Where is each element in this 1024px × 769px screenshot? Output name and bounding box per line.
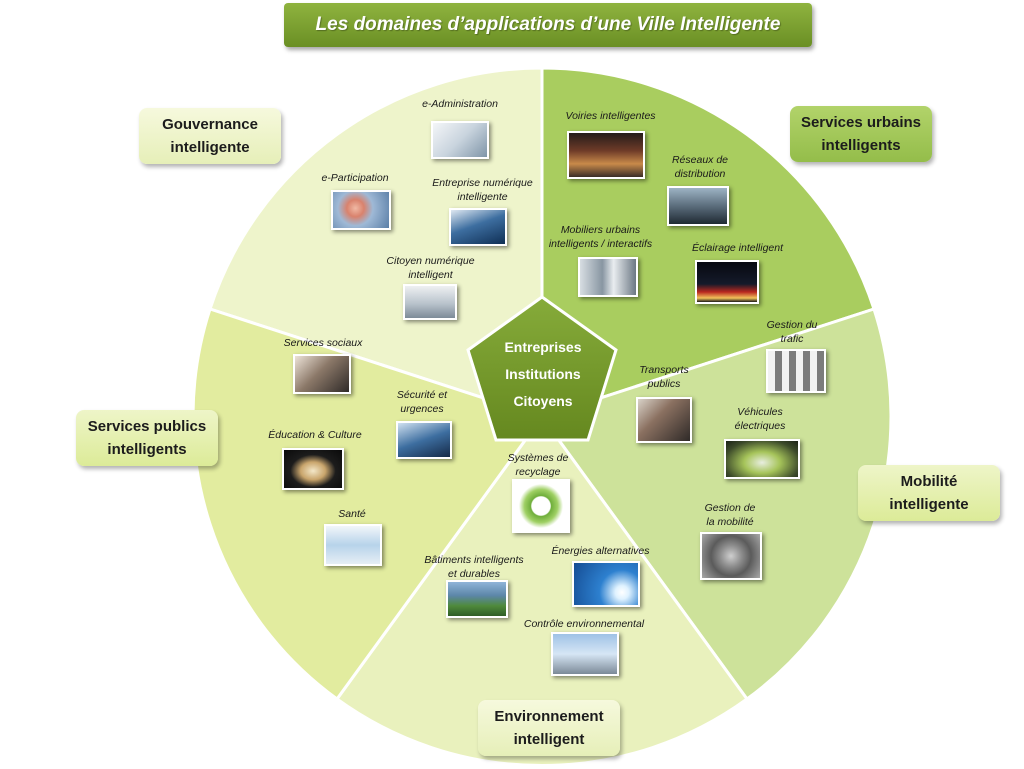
education-image	[282, 448, 344, 490]
batiments-image	[446, 580, 508, 618]
eclairage-image	[695, 260, 759, 304]
center-pentagon	[466, 295, 618, 442]
voiries-image	[567, 131, 645, 179]
center-institutions: Institutions	[505, 366, 581, 382]
gestion-trafic-image	[766, 349, 826, 393]
app-transports-label: Transports publics	[639, 364, 689, 390]
citoyen-numerique-image	[403, 284, 457, 320]
controle-image	[551, 632, 619, 676]
recyclage-image	[512, 479, 570, 533]
app-services-sociaux-label: Services sociaux	[283, 337, 363, 349]
app-vehicules-label: Véhicules électriques	[734, 406, 786, 432]
reseaux-image	[667, 186, 729, 226]
sante-image	[324, 524, 382, 566]
services-sociaux-image	[293, 354, 351, 394]
app-reseaux-label: Réseaux de distribution	[671, 154, 729, 180]
sector-mobilite	[539, 307, 893, 702]
app-citoyen-numerique-label: Citoyen numérique intelligent	[386, 255, 475, 281]
app-recyclage-label: Systèmes de recyclage	[507, 452, 569, 478]
vehicules-image	[724, 439, 800, 479]
domain-gouvernance: Gouvernance intelligente	[139, 108, 281, 164]
app-eclairage-label: Éclairage intelligent	[691, 242, 784, 254]
app-e-administration-label: e-Administration	[422, 98, 498, 110]
app-sante-label: Santé	[338, 508, 366, 520]
app-batiments-label: Bâtiments intelligents et durables	[424, 554, 524, 580]
energies-image	[572, 561, 640, 607]
transports-image	[636, 397, 692, 443]
app-controle-label: Contrôle environnemental	[523, 618, 645, 630]
center-text: Entreprises Institutions Citoyens	[478, 334, 608, 415]
app-e-participation-label: e-Participation	[321, 172, 389, 184]
mobiliers-image	[578, 257, 638, 297]
center-citoyens: Citoyens	[513, 393, 573, 409]
entreprise-numerique-image	[449, 208, 507, 246]
domain-environnement: Environnement intelligent	[478, 700, 620, 756]
e-administration-image	[431, 121, 489, 159]
sector-services-publics	[191, 307, 545, 702]
app-education-label: Éducation & Culture	[268, 429, 362, 441]
domain-services-urbains: Services urbains intelligents	[790, 106, 932, 162]
gestion-mobilite-image	[700, 532, 762, 580]
app-energies-label: Énergies alternatives	[551, 545, 650, 557]
title-banner: Les domaines d’applications d’une Ville …	[284, 3, 812, 47]
center-entreprises: Entreprises	[504, 339, 582, 355]
sector-environnement	[334, 414, 750, 767]
app-mobiliers-label: Mobiliers urbains intelligents / interac…	[548, 224, 653, 250]
domain-services-publics: Services publics intelligents	[76, 410, 218, 466]
domain-mobilite: Mobilité intelligente	[858, 465, 1000, 521]
app-voiries-label: Voiries intelligentes	[565, 110, 656, 122]
securite-image	[396, 421, 452, 459]
app-gestion-trafic-label: Gestion du trafic	[766, 319, 818, 345]
app-gestion-mobilite-label: Gestion de la mobilité	[704, 502, 756, 528]
app-entreprise-numerique-label: Entreprise numérique intelligente	[432, 177, 533, 203]
app-securite-label: Sécurité et urgences	[396, 389, 448, 415]
page-title: Les domaines d’applications d’une Ville …	[315, 14, 781, 35]
e-participation-image	[331, 190, 391, 230]
